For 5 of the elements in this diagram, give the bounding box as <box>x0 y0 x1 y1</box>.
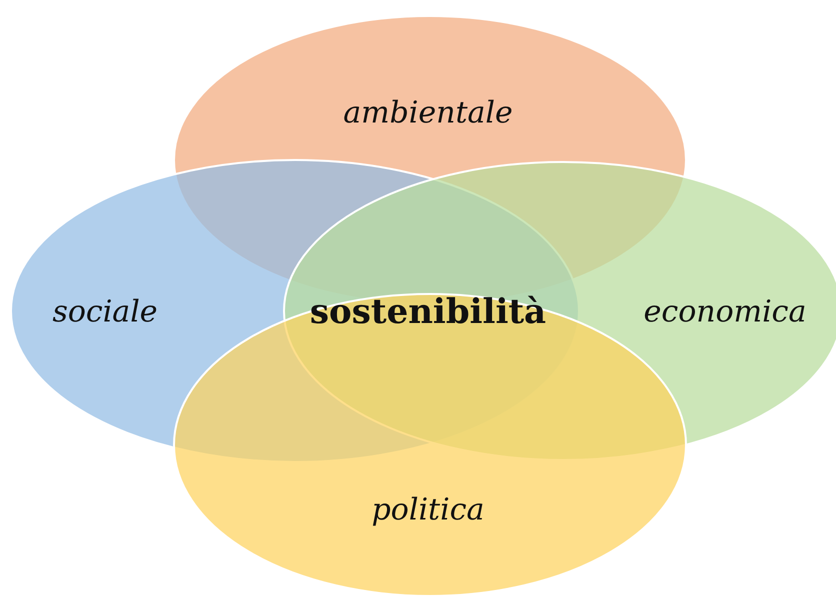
center-label: sostenibilità <box>310 292 546 332</box>
set-label: sociale <box>52 294 158 330</box>
set-label: ambientale <box>343 96 513 130</box>
set-label: politica <box>372 492 484 528</box>
set-label: economica <box>644 294 806 330</box>
